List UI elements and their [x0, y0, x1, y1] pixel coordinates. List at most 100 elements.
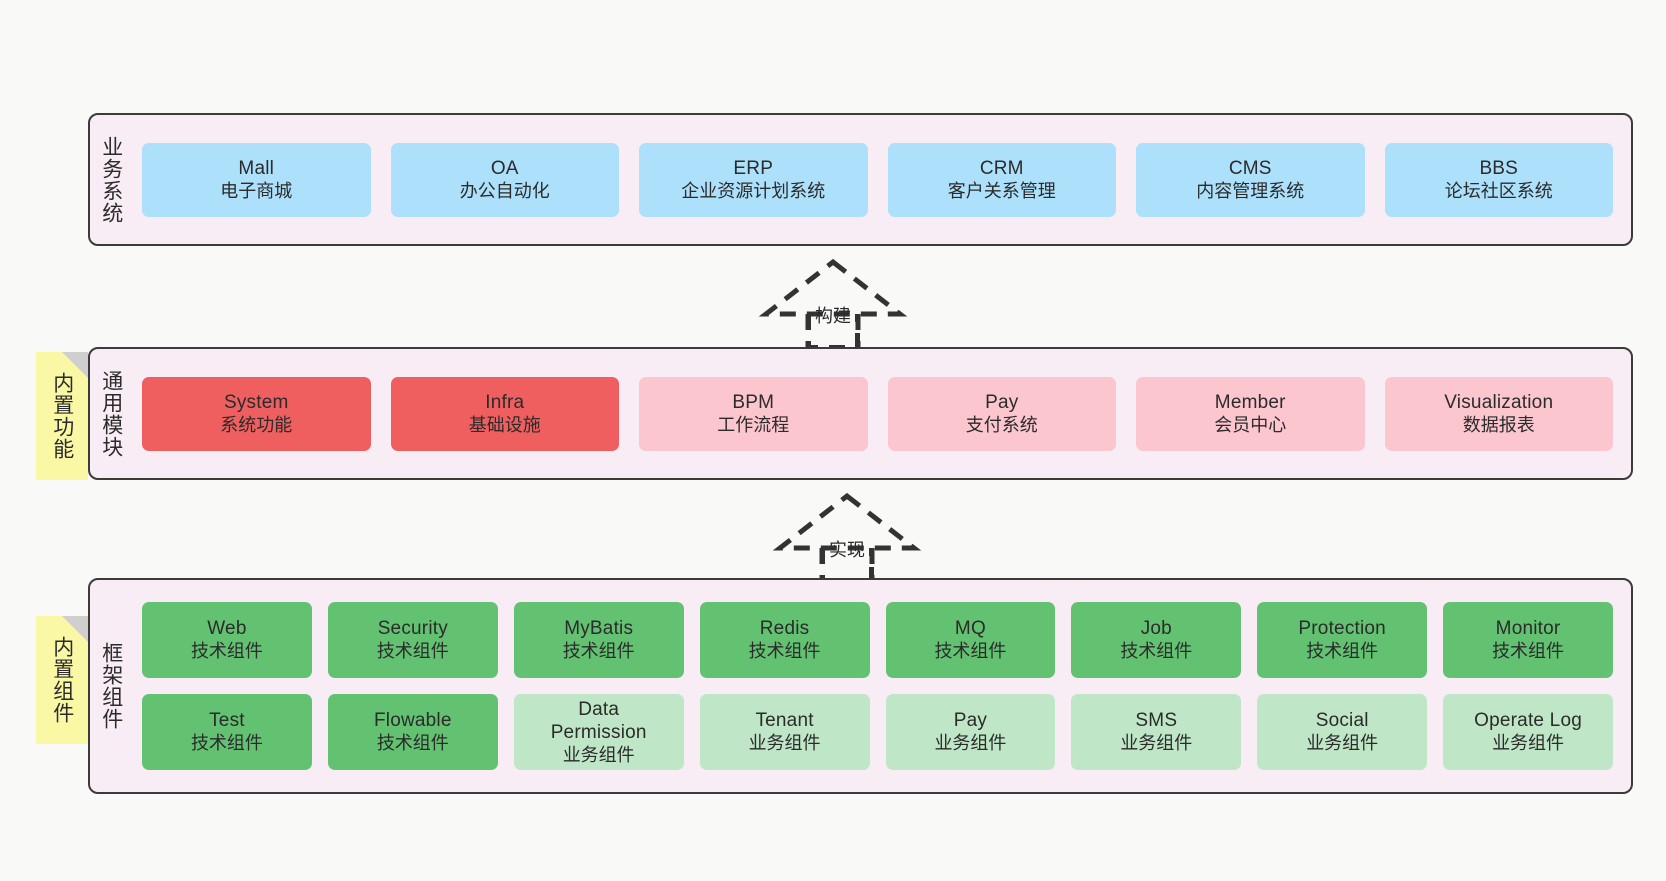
node-operate-log[interactable]: Operate Log 业务组件	[1443, 694, 1613, 770]
note-label: 内置功能	[50, 372, 74, 460]
node-subtitle: 电子商城	[220, 180, 293, 201]
node-subtitle: 业务组件	[1492, 733, 1565, 754]
node-protection[interactable]: Protection 技术组件	[1257, 602, 1428, 678]
node-title: CMS	[1228, 157, 1272, 179]
node-mybatis[interactable]: MyBatis 技术组件	[513, 602, 684, 678]
node-title: Security	[377, 618, 448, 640]
node-infra[interactable]: Infra 基础设施	[390, 376, 619, 451]
node-row: System 系统功能 Infra 基础设施 BPM 工作流程 Pay 支付系统…	[142, 376, 1613, 451]
note-fold-icon	[62, 352, 88, 378]
node-subtitle: 客户关系管理	[947, 180, 1056, 201]
node-subtitle: 技术组件	[1306, 641, 1379, 662]
note-fold-icon	[62, 616, 88, 642]
node-subtitle: 技术组件	[376, 733, 449, 754]
note-label: 内置组件	[50, 636, 74, 724]
node-subtitle: 技术组件	[1120, 641, 1193, 662]
node-subtitle: 支付系统	[965, 414, 1038, 435]
node-title: Job	[1140, 618, 1172, 640]
node-row: Mall 电子商城 OA 办公自动化 ERP 企业资源计划系统 CRM 客户关系…	[142, 142, 1613, 217]
node-title: BPM	[732, 391, 775, 413]
node-subtitle: 技术组件	[190, 733, 263, 754]
node-cms[interactable]: CMS 内容管理系统	[1136, 142, 1365, 217]
connector-build-shaft	[806, 314, 860, 350]
node-subtitle: 数据报表	[1462, 414, 1535, 435]
node-title: Test	[209, 710, 245, 732]
node-subtitle: 系统功能	[220, 414, 293, 435]
node-title: Web	[207, 618, 247, 640]
node-title: Visualization	[1444, 391, 1554, 413]
node-subtitle: 基础设施	[468, 414, 541, 435]
node-crm[interactable]: CRM 客户关系管理	[887, 142, 1116, 217]
node-system[interactable]: System 系统功能	[142, 376, 371, 451]
node-flowable[interactable]: Flowable 技术组件	[327, 694, 498, 770]
node-mq[interactable]: MQ 技术组件	[885, 602, 1056, 678]
node-title: Operate Log	[1474, 710, 1582, 732]
node-title: BBS	[1479, 157, 1519, 179]
node-row: Test 技术组件 Flowable 技术组件 Data Permission …	[142, 694, 1613, 770]
node-monitor[interactable]: Monitor 技术组件	[1443, 602, 1613, 678]
node-title: Redis	[759, 618, 810, 640]
node-subtitle: 工作流程	[717, 414, 790, 435]
node-subtitle: 技术组件	[190, 641, 263, 662]
node-pay-module[interactable]: Pay 支付系统	[887, 376, 1116, 451]
node-title: Infra	[485, 391, 525, 413]
node-subtitle: 业务组件	[1120, 733, 1193, 754]
node-title: CRM	[979, 157, 1024, 179]
node-title: System	[223, 391, 289, 413]
node-security[interactable]: Security 技术组件	[327, 602, 498, 678]
node-tenant[interactable]: Tenant 业务组件	[699, 694, 870, 770]
node-job[interactable]: Job 技术组件	[1071, 602, 1242, 678]
node-member[interactable]: Member 会员中心	[1136, 376, 1365, 451]
node-subtitle: 企业资源计划系统	[681, 180, 826, 201]
node-title: SMS	[1135, 710, 1178, 732]
node-erp[interactable]: ERP 企业资源计划系统	[639, 142, 868, 217]
node-web[interactable]: Web 技术组件	[142, 602, 312, 678]
layer-business-system: 业务系统 Mall 电子商城 OA 办公自动化 ERP 企业资源计划系统 CRM…	[88, 113, 1633, 246]
node-subtitle: 业务组件	[562, 744, 635, 765]
node-subtitle: 会员中心	[1214, 414, 1287, 435]
layer-body-common-module: System 系统功能 Infra 基础设施 BPM 工作流程 Pay 支付系统…	[132, 349, 1631, 478]
node-title: OA	[490, 157, 519, 179]
node-data-permission[interactable]: Data Permission 业务组件	[513, 694, 684, 770]
node-title: Data Permission	[550, 698, 647, 743]
node-subtitle: 技术组件	[1492, 641, 1565, 662]
node-bbs[interactable]: BBS 论坛社区系统	[1384, 142, 1613, 217]
layer-title-framework-component: 框架组件	[99, 642, 123, 730]
node-subtitle: 业务组件	[1306, 733, 1379, 754]
node-social[interactable]: Social 业务组件	[1257, 694, 1428, 770]
layer-title-business-system: 业务系统	[99, 135, 123, 224]
node-title: Social	[1315, 710, 1369, 732]
layer-framework-component: 框架组件 Web 技术组件 Security 技术组件 MyBatis 技术组件…	[88, 578, 1633, 794]
node-title: Flowable	[373, 710, 452, 732]
node-redis[interactable]: Redis 技术组件	[699, 602, 870, 678]
node-pay-component[interactable]: Pay 业务组件	[885, 694, 1056, 770]
node-title: Protection	[1298, 618, 1386, 640]
node-title: Pay	[985, 391, 1019, 413]
node-subtitle: 技术组件	[748, 641, 821, 662]
node-subtitle: 办公自动化	[459, 180, 550, 201]
node-title: ERP	[733, 157, 774, 179]
node-title: Mall	[238, 157, 275, 179]
node-subtitle: 业务组件	[748, 733, 821, 754]
node-test[interactable]: Test 技术组件	[142, 694, 312, 770]
node-sms[interactable]: SMS 业务组件	[1071, 694, 1242, 770]
layer-title-common-module: 通用模块	[99, 369, 123, 458]
layer-common-module: 通用模块 System 系统功能 Infra 基础设施 BPM 工作流程 Pay…	[88, 347, 1633, 480]
node-title: Pay	[953, 710, 988, 732]
node-mall[interactable]: Mall 电子商城	[142, 142, 371, 217]
connector-build-label: 构建	[815, 306, 851, 326]
note-builtin-function: 内置功能	[36, 352, 88, 480]
node-title: Tenant	[755, 710, 814, 732]
layer-body-business-system: Mall 电子商城 OA 办公自动化 ERP 企业资源计划系统 CRM 客户关系…	[132, 115, 1631, 244]
node-title: MyBatis	[564, 618, 634, 640]
node-subtitle: 技术组件	[934, 641, 1007, 662]
node-visualization[interactable]: Visualization 数据报表	[1384, 376, 1613, 451]
node-bpm[interactable]: BPM 工作流程	[639, 376, 868, 451]
node-title: Member	[1214, 391, 1286, 413]
node-row: Web 技术组件 Security 技术组件 MyBatis 技术组件 Redi…	[142, 602, 1613, 678]
node-oa[interactable]: OA 办公自动化	[390, 142, 619, 217]
node-subtitle: 论坛社区系统	[1444, 180, 1553, 201]
node-title: Monitor	[1495, 618, 1561, 640]
note-builtin-component: 内置组件	[36, 616, 88, 744]
